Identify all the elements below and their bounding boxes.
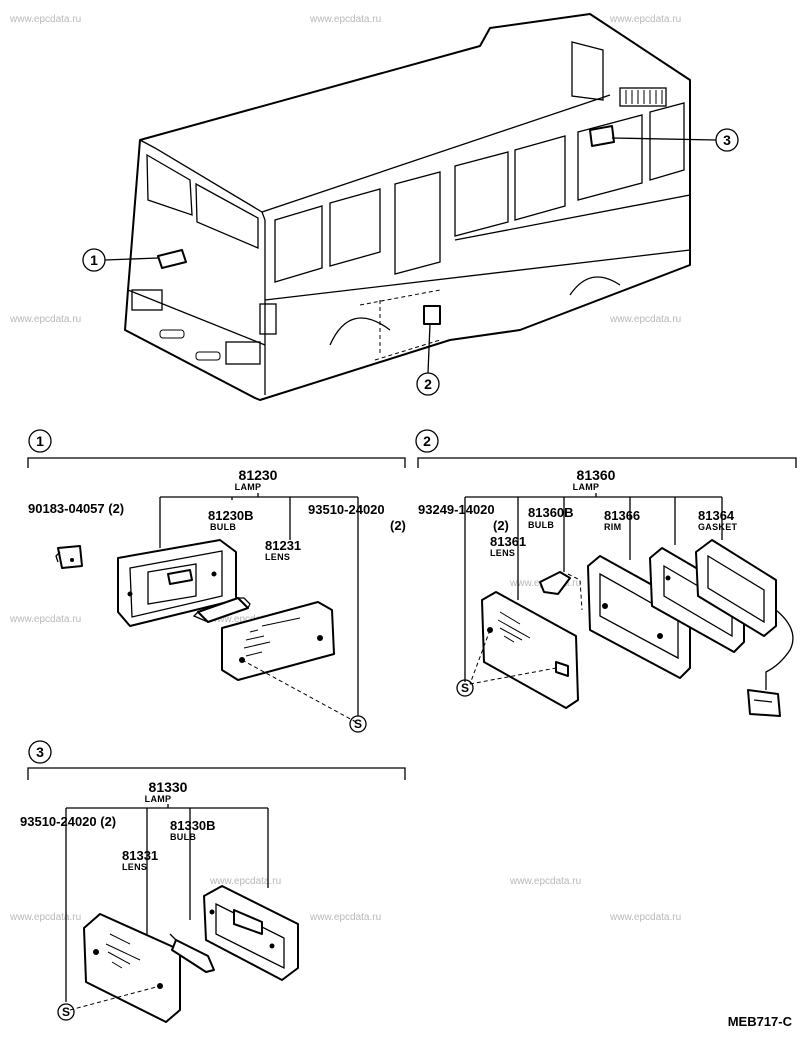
part-81330B-name: BULB bbox=[170, 832, 196, 842]
callout-3-label: 3 bbox=[723, 132, 731, 148]
section-3-assembly-number: 81330 bbox=[149, 779, 188, 795]
part-81230B: 81230B bbox=[208, 508, 254, 523]
part-81331-name: LENS bbox=[122, 862, 147, 872]
watermark: www.epcdata.ru bbox=[9, 14, 81, 25]
watermark: www.epcdata.ru bbox=[609, 912, 681, 923]
section-2-assembly-name: LAMP bbox=[573, 482, 600, 492]
diagram-code: MEB717-C bbox=[728, 1014, 793, 1029]
part-81364-name: GASKET bbox=[698, 522, 738, 532]
section-1-assembly-name: LAMP bbox=[235, 482, 262, 492]
part-81231-name: LENS bbox=[265, 552, 290, 562]
watermark: www.epcdata.ru bbox=[9, 614, 81, 625]
part-90183-04057: 90183-04057 (2) bbox=[28, 501, 124, 516]
callout-2-label: 2 bbox=[424, 376, 432, 392]
part-93510-24020-qty: (2) bbox=[390, 518, 406, 533]
part-81331: 81331 bbox=[122, 848, 158, 863]
van-body-illustration bbox=[124, 13, 691, 401]
watermark: www.epcdata.ru bbox=[609, 314, 681, 325]
part-81361: 81361 bbox=[490, 534, 526, 549]
part-81360B: 81360B bbox=[528, 505, 574, 520]
callout-1: 1 bbox=[82, 248, 159, 272]
callout-2: 2 bbox=[416, 323, 440, 396]
watermark: www.epcdata.ru bbox=[309, 912, 381, 923]
section-1-screw-symbol: S bbox=[354, 717, 362, 731]
watermark: www.epcdata.ru bbox=[609, 14, 681, 25]
section-3: 3 81330 LAMP 93510-24020 (2) 81330B BULB… bbox=[20, 740, 406, 1023]
part-81364: 81364 bbox=[698, 508, 735, 523]
part-81361-name: LENS bbox=[490, 548, 515, 558]
watermark: www.epcdata.ru bbox=[9, 912, 81, 923]
callout-3: 3 bbox=[611, 128, 739, 152]
section-2-marker: 2 bbox=[423, 433, 431, 449]
part-93510-24020: 93510-24020 bbox=[308, 502, 385, 517]
section-2: 2 81360 LAMP 93249-14020 (2) 81360B BULB… bbox=[415, 429, 797, 717]
section-2-assembly-number: 81360 bbox=[577, 467, 616, 483]
watermark: www.epcdata.ru bbox=[309, 14, 381, 25]
part-93510-24020-s3: 93510-24020 (2) bbox=[20, 814, 116, 829]
section-3-assembly-name: LAMP bbox=[145, 794, 172, 804]
section-3-marker: 3 bbox=[36, 744, 44, 760]
watermark: www.epcdata.ru bbox=[209, 876, 281, 887]
callout-1-label: 1 bbox=[90, 252, 98, 268]
part-93249-14020: 93249-14020 bbox=[418, 502, 495, 517]
part-81230B-name: BULB bbox=[210, 522, 236, 532]
part-81366: 81366 bbox=[604, 508, 640, 523]
section-1: 1 81230 LAMP 90183-04057 (2) 81230B BULB… bbox=[27, 429, 406, 733]
section-3-screw-symbol: S bbox=[62, 1005, 70, 1019]
part-81360B-name: BULB bbox=[528, 520, 554, 530]
section-1-marker: 1 bbox=[36, 433, 44, 449]
watermark: www.epcdata.ru bbox=[209, 614, 281, 625]
part-93249-14020-qty: (2) bbox=[493, 518, 509, 533]
part-81366-name: RIM bbox=[604, 522, 621, 532]
section-1-assembly-number: 81230 bbox=[239, 467, 278, 483]
part-81330B: 81330B bbox=[170, 818, 216, 833]
section-2-screw-symbol: S bbox=[461, 681, 469, 695]
watermark: www.epcdata.ru bbox=[9, 314, 81, 325]
watermark: www.epcdata.ru bbox=[509, 876, 581, 887]
part-81231: 81231 bbox=[265, 538, 301, 553]
